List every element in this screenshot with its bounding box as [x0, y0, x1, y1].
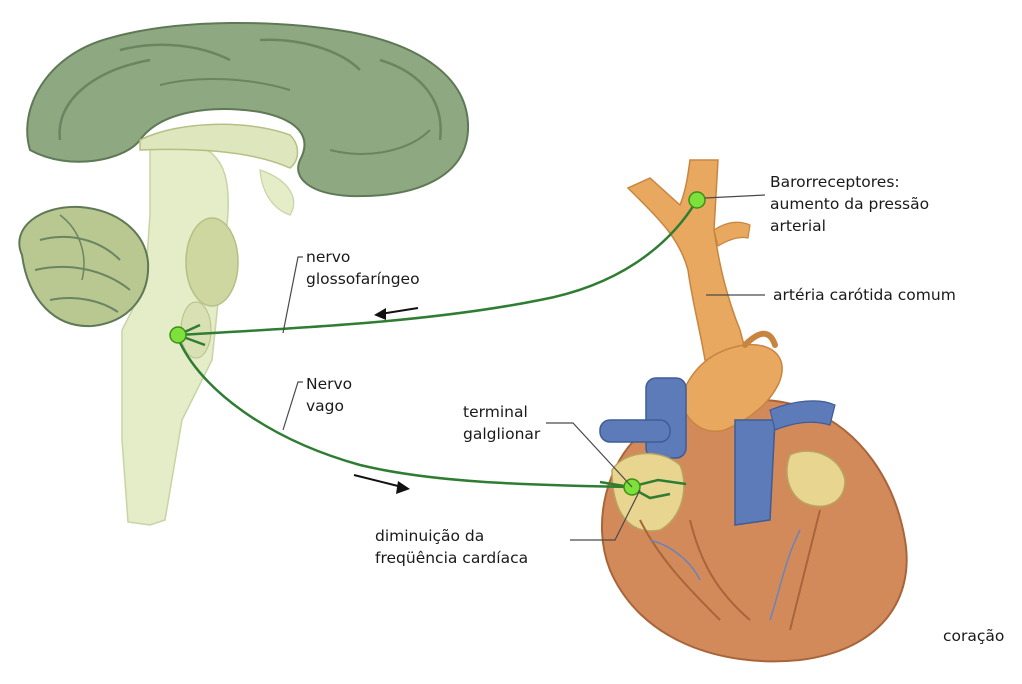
brain: [27, 23, 468, 196]
glossopharyngeal-nerve: [178, 200, 697, 335]
carotid-artery: [628, 160, 750, 360]
glossopharyngeal-line-2: glossofaríngeo: [306, 268, 420, 290]
nerves: [178, 200, 697, 498]
heart: [600, 334, 907, 662]
glossopharyngeal-line-1: nervo: [306, 246, 420, 268]
heart-rate-line-1: diminuição da: [375, 525, 528, 547]
carotid-artery-label: artéria carótida comum: [773, 284, 956, 306]
vagus-line-1: Nervo: [306, 373, 352, 395]
arrow-right-icon: [354, 475, 410, 494]
cerebellum: [19, 207, 148, 326]
heart-label: coração: [943, 625, 1004, 647]
baroreceptors-line-1: Barorreceptores:: [770, 171, 929, 193]
ganglion-terminal-line-2: galglionar: [463, 423, 540, 445]
glossopharyngeal-label: nervo glossofaríngeo: [306, 246, 420, 290]
vagus-label: Nervo vago: [306, 373, 352, 417]
baroreceptor-node: [689, 192, 705, 208]
vagus-line-2: vago: [306, 395, 352, 417]
baroreceptors-line-3: arterial: [770, 215, 929, 237]
baroreceptors-label: Barorreceptores: aumento da pressão arte…: [770, 171, 929, 237]
heart-rate-label: diminuição da freqüência cardíaca: [375, 525, 528, 569]
brainstem-nucleus-node: [170, 327, 186, 343]
ganglion-terminal-line-1: terminal: [463, 401, 540, 423]
vagus-nerve: [178, 338, 630, 487]
heart-rate-line-2: freqüência cardíaca: [375, 547, 528, 569]
baroreceptors-line-2: aumento da pressão: [770, 193, 929, 215]
ganglion-terminal-label: terminal galglionar: [463, 401, 540, 445]
